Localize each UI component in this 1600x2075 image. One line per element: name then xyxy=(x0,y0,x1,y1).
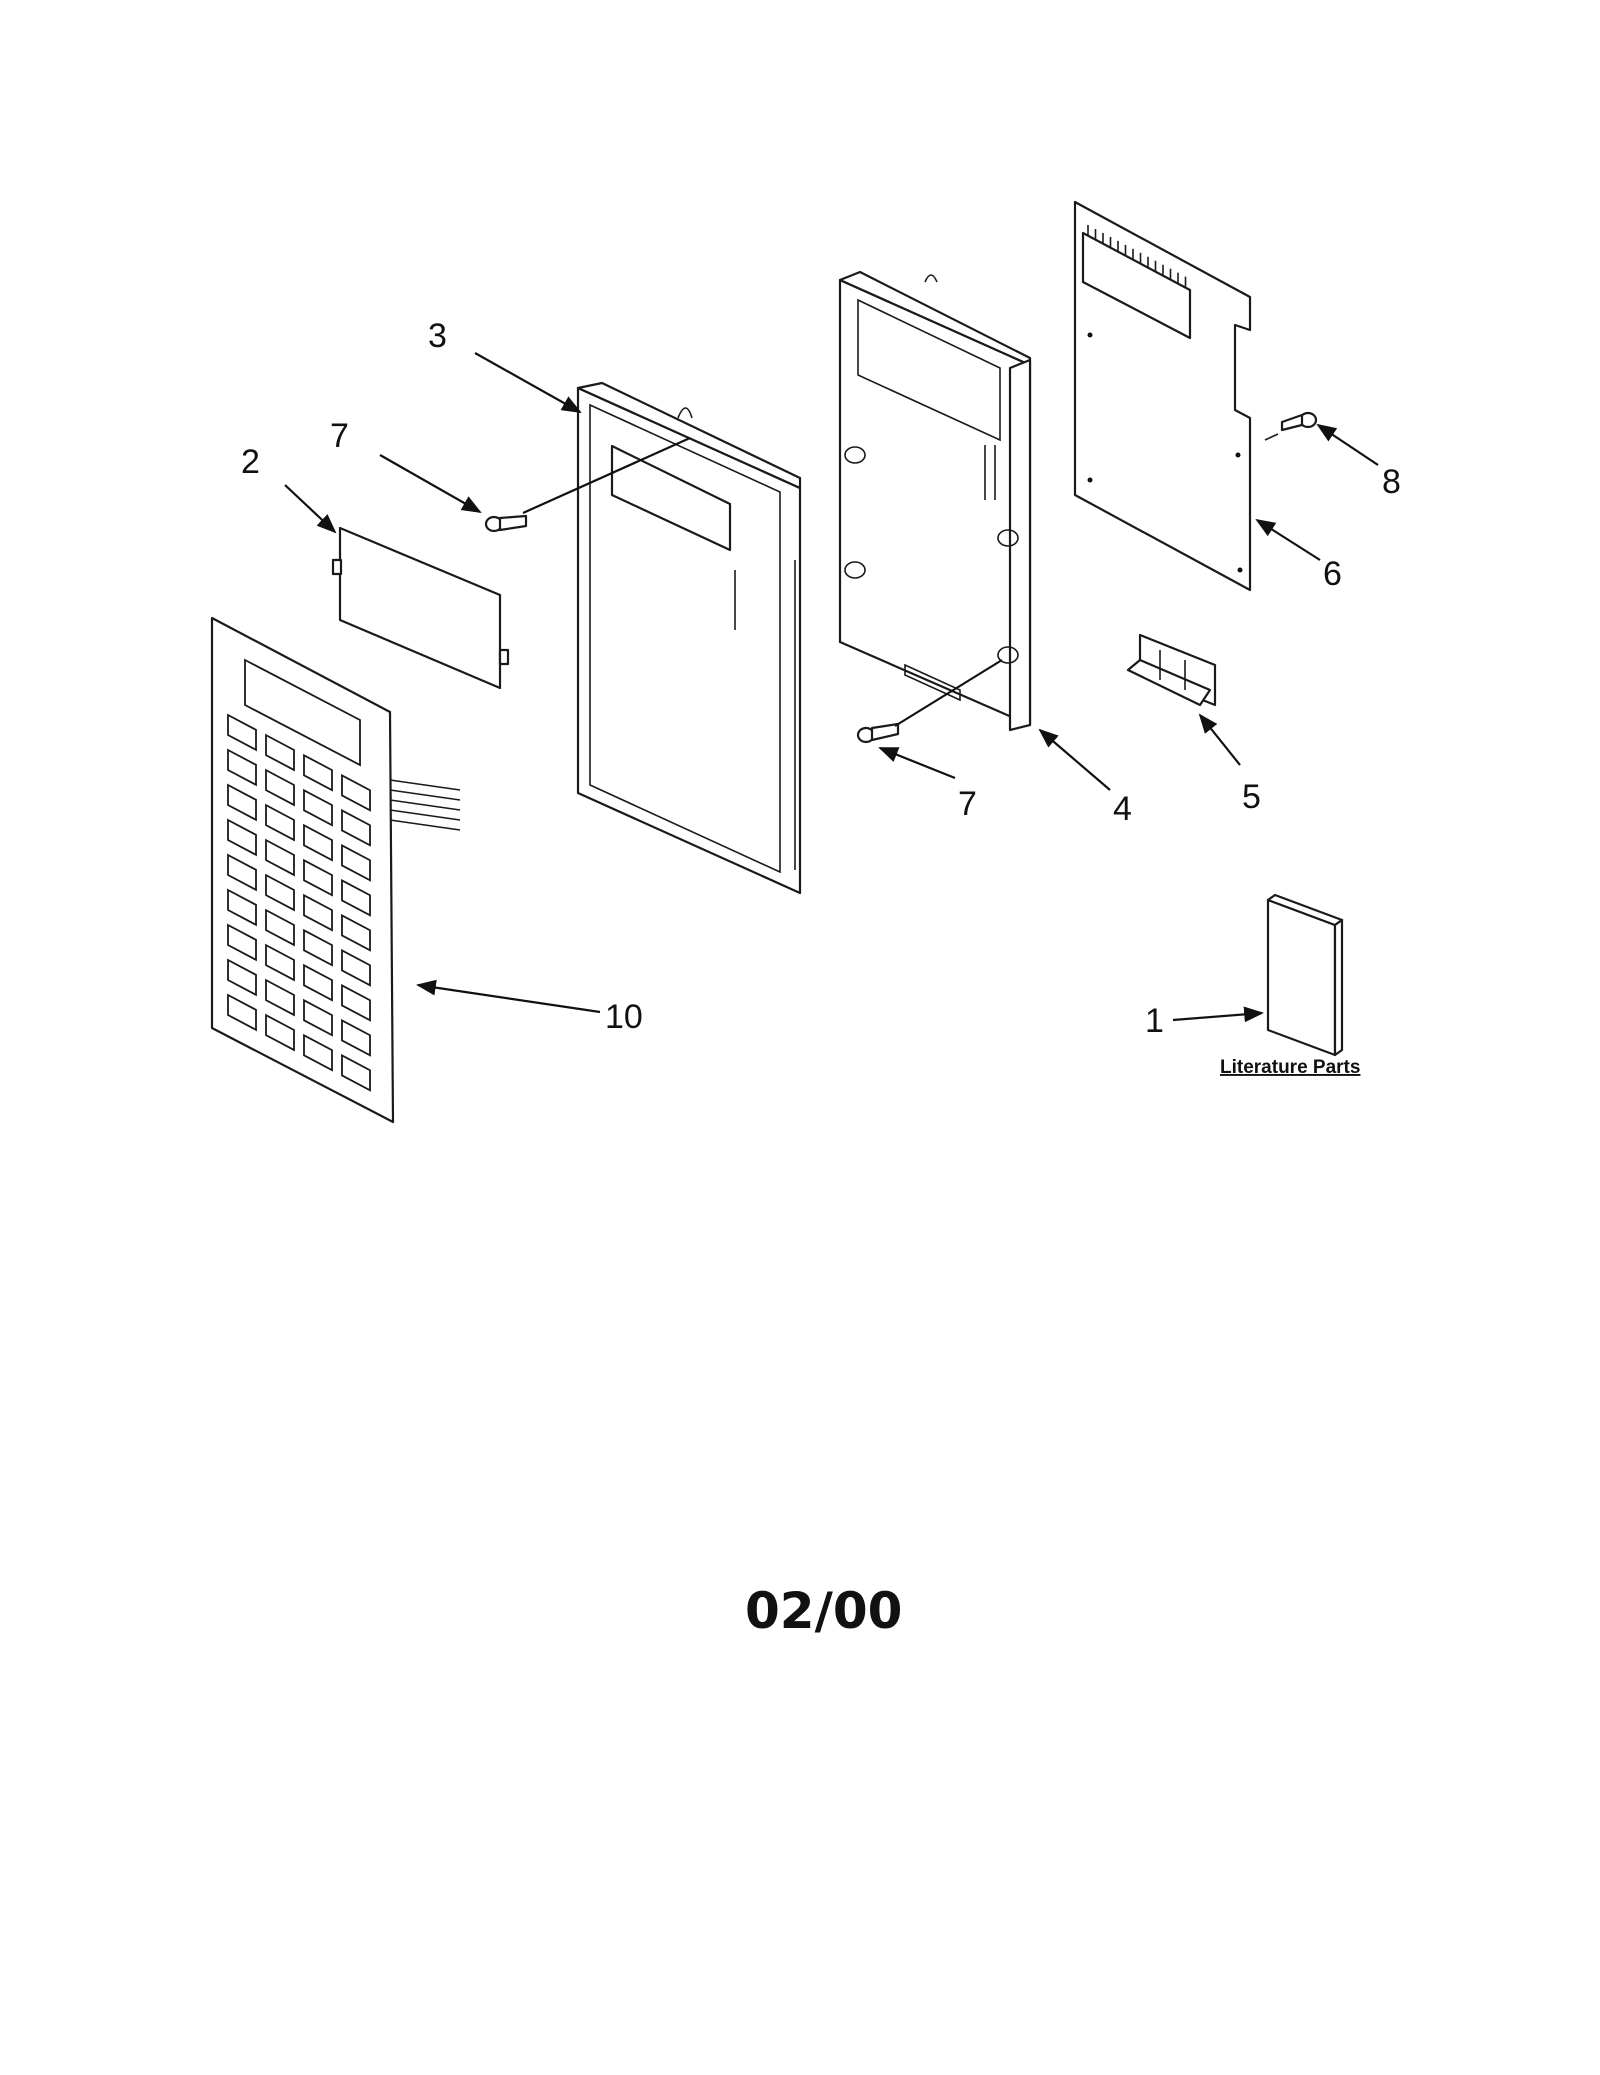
keypad-keys xyxy=(227,713,371,1092)
keypad-key xyxy=(303,893,333,932)
control-board-part xyxy=(1073,200,1252,592)
control-housing-part xyxy=(838,270,1032,732)
keypad-key xyxy=(227,748,257,787)
keypad-key xyxy=(227,853,257,892)
literature-parts-label: Literature Parts xyxy=(1220,1057,1360,1078)
keypad-key xyxy=(303,823,333,862)
keypad-membrane-part xyxy=(210,616,461,1124)
keypad-key xyxy=(227,818,257,857)
keypad-key xyxy=(265,1013,295,1052)
callout-4: 4 xyxy=(1113,790,1132,828)
keypad-key xyxy=(265,733,295,772)
keypad-key xyxy=(341,948,371,987)
callout-1: 1 xyxy=(1145,1002,1164,1040)
callout-10: 10 xyxy=(605,998,643,1036)
keypad-key xyxy=(303,963,333,1002)
keypad-key xyxy=(303,928,333,967)
keypad-key xyxy=(227,713,257,752)
callout-7-upper: 7 xyxy=(330,417,349,455)
keypad-key xyxy=(303,1033,333,1072)
keypad-key xyxy=(265,943,295,982)
keypad-key xyxy=(265,838,295,877)
screw-icon xyxy=(484,514,528,533)
callout-7-lower: 7 xyxy=(958,785,977,823)
keypad-key xyxy=(341,843,371,882)
screw-icon xyxy=(856,722,900,744)
keypad-key xyxy=(303,998,333,1037)
keypad-key xyxy=(341,983,371,1022)
callout-8: 8 xyxy=(1382,463,1401,501)
window-cover-part xyxy=(331,526,510,690)
keypad-key xyxy=(303,858,333,897)
keypad-key xyxy=(265,908,295,947)
literature-booklet-part xyxy=(1266,893,1344,1057)
keypad-key xyxy=(341,913,371,952)
keypad-key xyxy=(227,783,257,822)
keypad-key xyxy=(341,773,371,812)
keypad-key xyxy=(341,1018,371,1057)
screw-icon xyxy=(1264,411,1318,441)
connector-pins xyxy=(1087,225,1187,287)
keypad-key xyxy=(265,978,295,1017)
callout-leaders xyxy=(284,352,1379,1023)
date-code: 02/00 xyxy=(745,1582,902,1640)
keypad-key xyxy=(227,993,257,1032)
callout-6: 6 xyxy=(1323,555,1342,593)
bracket-part xyxy=(1126,633,1217,707)
keypad-key xyxy=(227,923,257,962)
keypad-key xyxy=(341,808,371,847)
callout-2: 2 xyxy=(241,443,260,481)
callout-5: 5 xyxy=(1242,778,1261,816)
keypad-key xyxy=(303,788,333,827)
keypad-key xyxy=(227,958,257,997)
callout-3: 3 xyxy=(428,317,447,355)
keypad-key xyxy=(265,768,295,807)
keypad-key xyxy=(265,873,295,912)
front-frame-part xyxy=(576,381,802,895)
keypad-key xyxy=(341,878,371,917)
keypad-key xyxy=(341,1053,371,1092)
keypad-key xyxy=(303,753,333,792)
keypad-key xyxy=(227,888,257,927)
keypad-key xyxy=(265,803,295,842)
